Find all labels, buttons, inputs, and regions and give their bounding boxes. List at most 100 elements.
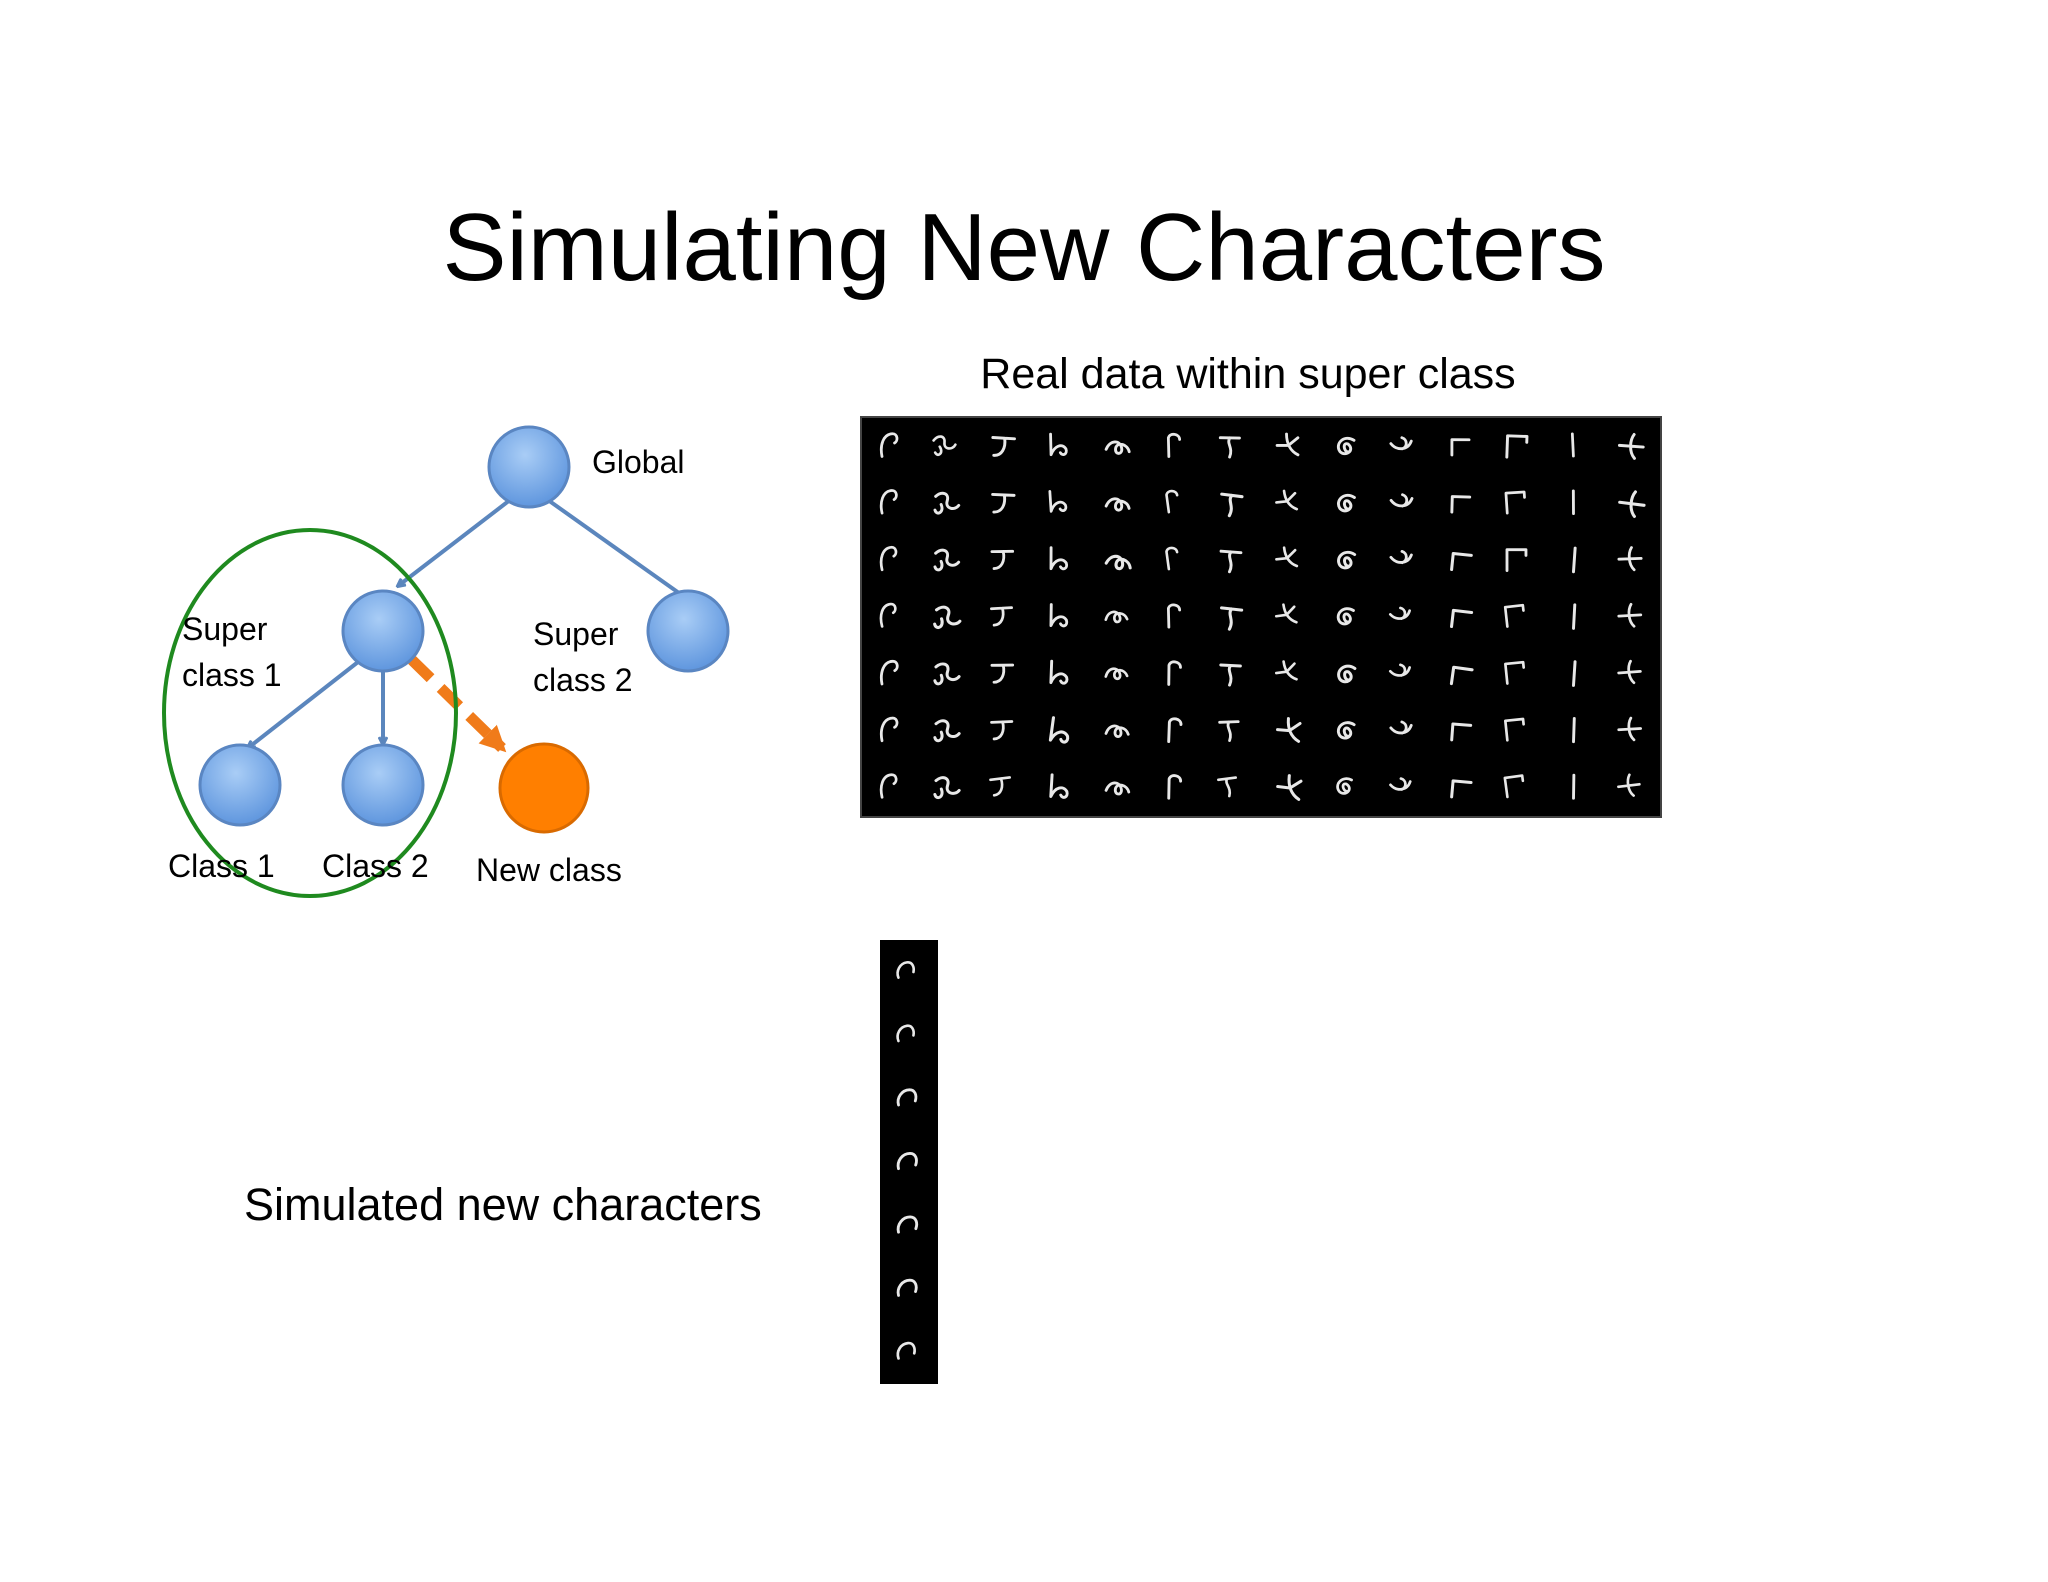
- real-data-caption: Real data within super class: [980, 350, 1516, 398]
- real-character-sample: [1337, 721, 1356, 740]
- real-character-sample: [933, 662, 961, 686]
- label-class-2: Class 2: [322, 848, 429, 884]
- simulated-character-sample: [896, 1215, 919, 1234]
- real-character-sample: [1503, 603, 1525, 628]
- real-character-sample: [1449, 665, 1474, 686]
- real-character-sample: [1048, 489, 1068, 513]
- real-character-sample: [1617, 546, 1643, 572]
- real-character-sample: [1389, 493, 1414, 508]
- simulated-characters: [896, 961, 919, 1360]
- real-character-sample: [1450, 551, 1473, 572]
- node-new-class: [498, 742, 590, 834]
- real-character-sample: [1572, 716, 1576, 744]
- real-character-sample: [1450, 608, 1474, 629]
- real-character-sample: [1049, 546, 1069, 571]
- real-character-sample: [1336, 436, 1356, 456]
- real-character-sample: [1389, 720, 1413, 735]
- real-character-sample: [1617, 773, 1641, 797]
- simulated-characters-strip: [880, 940, 938, 1384]
- real-character-sample: [1166, 432, 1182, 458]
- real-character-sample: [991, 493, 1016, 514]
- real-character-sample: [1167, 774, 1183, 800]
- real-character-sample: [1275, 489, 1299, 511]
- label-new-class: New class: [476, 852, 622, 888]
- real-data-characters: [879, 432, 1646, 801]
- real-character-sample: [1104, 554, 1132, 571]
- label-class-1: Class 1: [168, 848, 275, 884]
- super-class-1-outline: [162, 528, 458, 898]
- real-character-sample: [1104, 781, 1131, 796]
- real-character-sample: [879, 716, 899, 743]
- real-character-sample: [1104, 667, 1129, 681]
- real-character-sample: [879, 489, 898, 515]
- real-character-sample: [1337, 664, 1357, 684]
- real-character-sample: [1049, 773, 1069, 799]
- real-character-sample: [1275, 432, 1300, 457]
- real-character-sample: [1104, 440, 1131, 455]
- real-character-sample: [879, 432, 899, 458]
- slide-title: Simulating New Characters: [442, 194, 1606, 301]
- real-character-sample: [932, 435, 957, 457]
- arrow-global-to-super1: [398, 498, 512, 586]
- arrow-global-to-super2: [546, 498, 686, 598]
- label-super-class-1: Super class 1: [182, 611, 282, 693]
- real-character-sample: [1167, 717, 1183, 743]
- real-character-sample: [1617, 716, 1643, 742]
- simulated-caption: Simulated new characters: [244, 1179, 762, 1230]
- real-character-sample: [1219, 663, 1242, 687]
- real-character-sample: [1618, 490, 1646, 518]
- real-character-sample: [990, 720, 1014, 741]
- real-character-sample: [1450, 438, 1471, 457]
- real-character-sample: [1617, 433, 1645, 460]
- simulated-character-sample: [896, 1088, 918, 1107]
- real-character-sample: [879, 773, 898, 799]
- simulated-character-sample: [896, 1152, 918, 1171]
- simulated-character-sample: [896, 1278, 918, 1297]
- real-character-sample: [1570, 432, 1575, 458]
- real-character-sample: [1450, 722, 1473, 742]
- real-character-sample: [1218, 436, 1241, 459]
- real-character-sample: [933, 776, 961, 800]
- real-character-sample: [989, 776, 1012, 797]
- real-character-sample: [1220, 606, 1244, 631]
- real-character-sample: [879, 545, 898, 572]
- real-character-sample: [933, 548, 961, 572]
- real-character-sample: [1104, 724, 1130, 738]
- real-character-sample: [879, 602, 897, 628]
- simulated-character-sample: [896, 1024, 915, 1043]
- real-character-sample: [1048, 716, 1070, 744]
- real-character-sample: [1218, 720, 1240, 742]
- real-character-sample: [990, 549, 1015, 570]
- real-character-sample: [1165, 489, 1179, 514]
- real-character-sample: [933, 491, 961, 515]
- real-character-sample: [1049, 659, 1069, 685]
- real-character-sample: [1617, 659, 1642, 685]
- label-global: Global: [592, 444, 685, 480]
- real-character-sample: [1572, 603, 1577, 630]
- real-character-sample: [1572, 660, 1577, 687]
- real-character-sample: [1274, 660, 1298, 681]
- real-character-sample: [1617, 602, 1643, 628]
- arrow-super1-to-class1: [248, 660, 360, 748]
- real-character-sample: [1504, 490, 1526, 515]
- real-data-grid: [860, 416, 1662, 818]
- real-character-sample: [1165, 546, 1179, 571]
- real-character-sample: [1505, 548, 1528, 572]
- node-global: [487, 425, 571, 509]
- real-character-sample: [1167, 660, 1182, 686]
- real-character-sample: [1336, 777, 1353, 795]
- real-character-sample: [1276, 717, 1302, 743]
- simulated-character-sample: [896, 1341, 916, 1360]
- node-class-2: [341, 743, 425, 827]
- real-character-sample: [1276, 774, 1303, 801]
- real-character-sample: [933, 605, 962, 629]
- node-super-class-2: [646, 589, 730, 673]
- real-character-sample: [1505, 434, 1529, 459]
- real-character-sample: [990, 606, 1013, 627]
- real-character-sample: [1450, 495, 1472, 514]
- label-super-class-2: Super class 2: [533, 616, 633, 698]
- real-character-sample: [1217, 776, 1238, 798]
- real-character-sample: [1504, 660, 1526, 685]
- real-character-sample: [991, 436, 1016, 457]
- real-character-sample: [1049, 432, 1068, 457]
